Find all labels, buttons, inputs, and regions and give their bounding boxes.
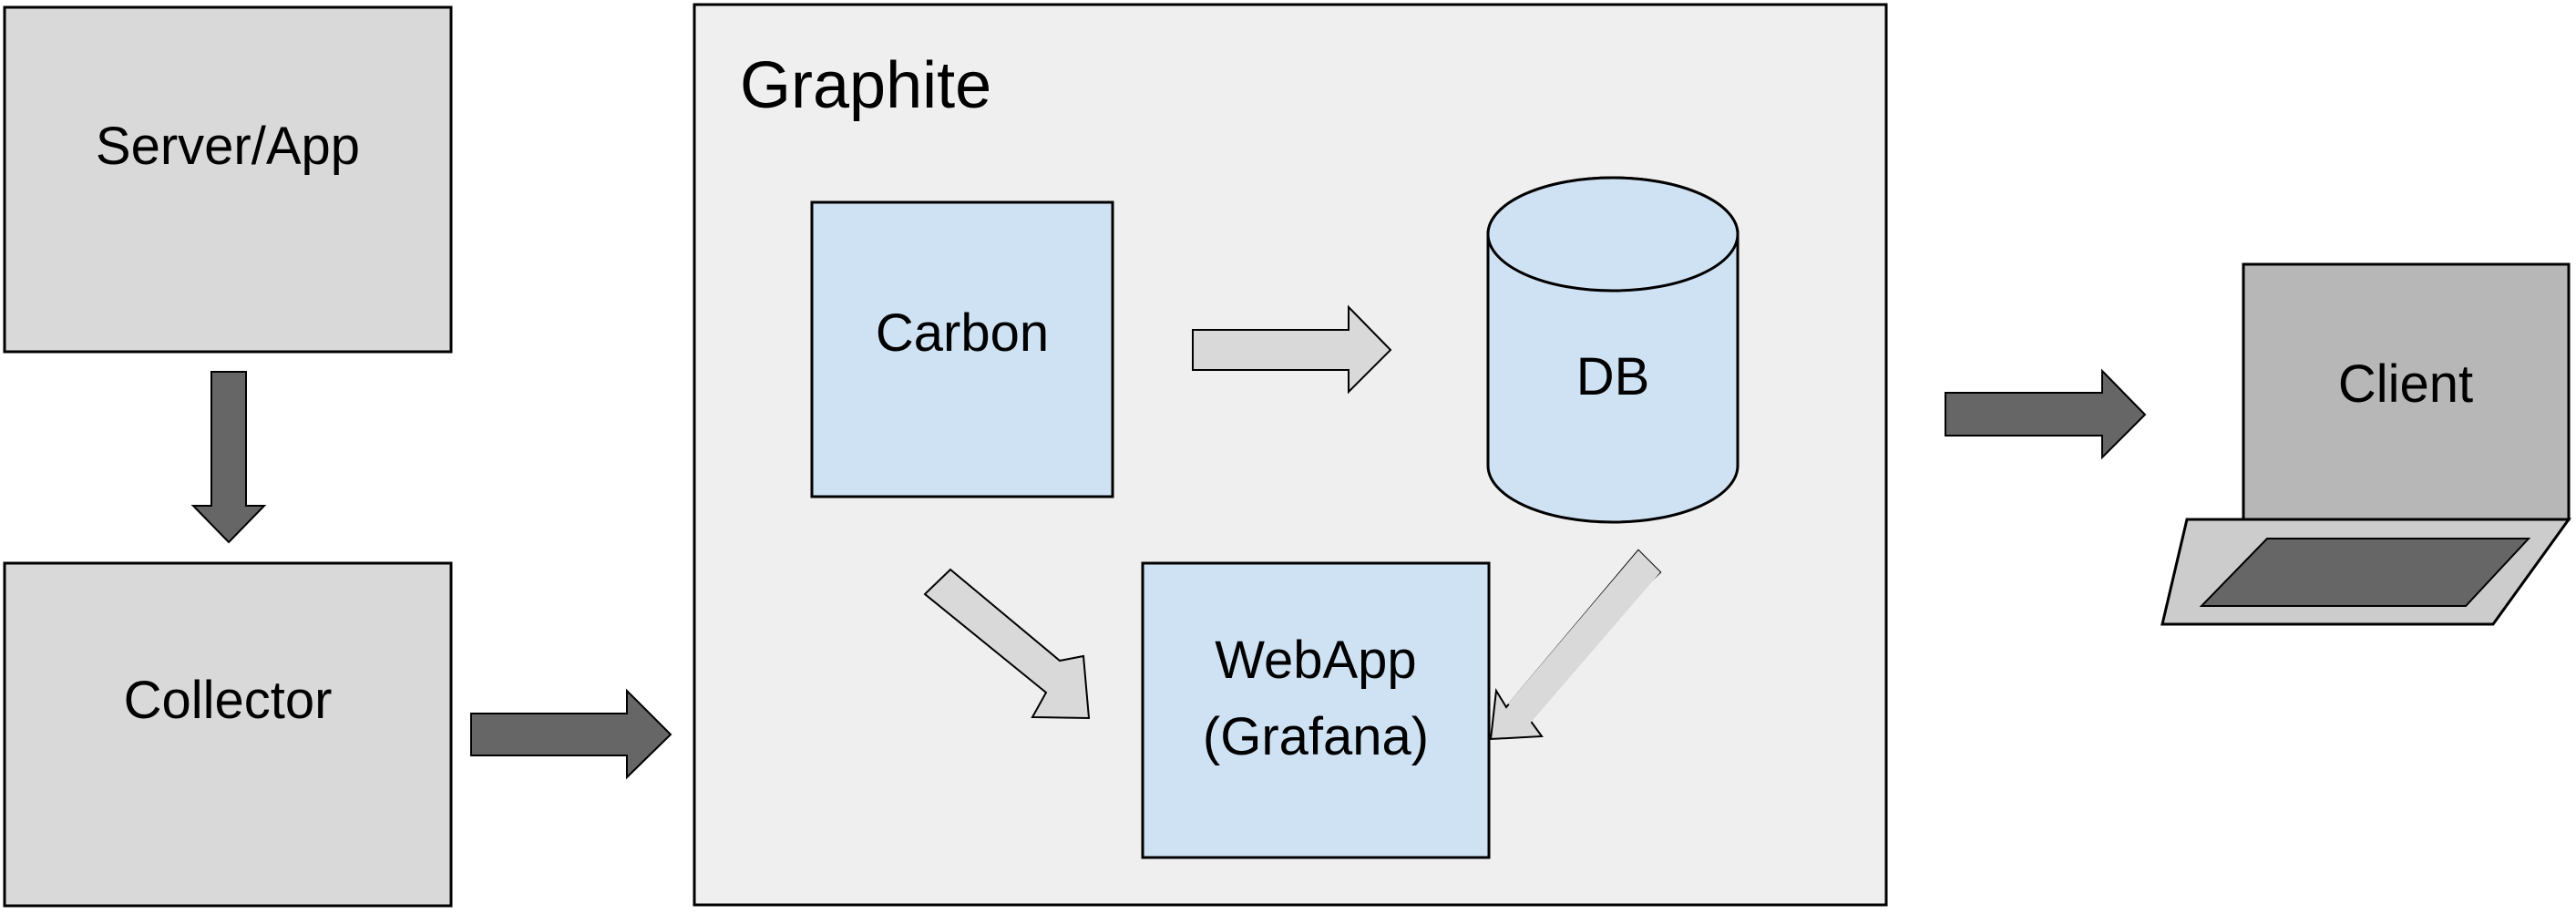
collector-node: Collector [3, 561, 453, 908]
collector-box [3, 561, 453, 908]
webapp-label-line1: WebApp [1215, 631, 1416, 690]
carbon-label: Carbon [876, 303, 1049, 363]
arrow-carbon-to-db [1192, 304, 1392, 395]
arrow-db-to-webapp-shaft [1508, 550, 1660, 724]
webapp-box [1141, 561, 1491, 859]
webapp-node: WebApp (Grafana) [1141, 561, 1491, 859]
webapp-label-line2: (Grafana) [1203, 707, 1429, 766]
client-label: Client [2338, 354, 2473, 414]
server-app-label: Server/App [96, 117, 360, 176]
arrow-server-to-collector [190, 371, 267, 544]
arrow-carbon-to-webapp [923, 568, 1091, 720]
collector-label: Collector [124, 671, 333, 730]
server-app-box [3, 5, 453, 354]
graphite-title: Graphite [740, 49, 991, 122]
arrow-collector-to-graphite [470, 688, 672, 780]
laptop-icon: Client [2160, 262, 2571, 626]
laptop-screen [2242, 262, 2571, 521]
db-cylinder-top [1486, 176, 1740, 293]
server-app-node: Server/App [3, 5, 453, 354]
database-cylinder-icon: DB [1486, 176, 1740, 524]
carbon-node: Carbon [810, 200, 1114, 498]
db-label: DB [1576, 347, 1650, 406]
arrow-graphite-to-client [1945, 368, 2147, 460]
carbon-box [810, 200, 1114, 498]
laptop-keyboard [2199, 538, 2531, 607]
